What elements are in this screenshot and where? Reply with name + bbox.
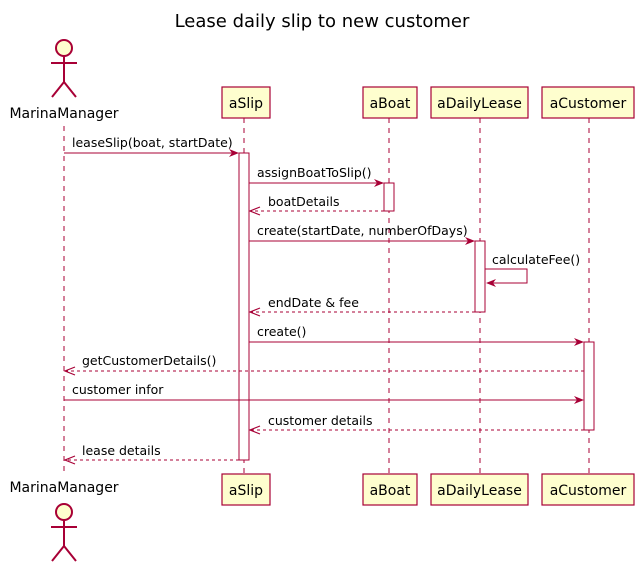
message-label: customer details: [268, 413, 372, 428]
participant-label: aDailyLease: [437, 96, 522, 112]
activation-adailylease: [474, 240, 486, 313]
message-create-customer: create(): [249, 324, 584, 346]
participant-label: aSlip: [229, 96, 263, 112]
participant-label: aCustomer: [550, 96, 627, 112]
participant-aboat-bottom: aBoat: [362, 473, 418, 506]
participant-box: [362, 86, 418, 119]
messages: leaseSlip(boat, startDate) assignBoatToS…: [63, 135, 584, 465]
message-calculate-fee: calculateFee(): [485, 252, 580, 287]
arrow-head-icon: [229, 149, 239, 157]
participant-box: [541, 86, 635, 119]
participant-label: MarinaManager: [9, 106, 118, 122]
participant-box: [430, 473, 529, 506]
lifelines: [63, 118, 590, 474]
participant-label: aSlip: [229, 483, 263, 499]
message-lease-details: lease details: [63, 443, 239, 465]
activation-acustomer: [583, 341, 595, 431]
actor-head-icon: [55, 503, 73, 521]
participant-box: [221, 473, 271, 506]
participant-aboat-top: aBoat: [362, 86, 418, 119]
message-label: boatDetails: [268, 194, 339, 209]
message-label: lease details: [82, 443, 161, 458]
message-create-lease: create(startDate, numberOfDays): [249, 223, 475, 245]
participant-label: aCustomer: [550, 483, 627, 499]
message-assign-boat: assignBoatToSlip(): [249, 165, 384, 187]
participant-label: aBoat: [370, 483, 411, 499]
actor-marina-manager-bottom: MarinaManager: [9, 480, 119, 562]
message-label: create(startDate, numberOfDays): [257, 223, 468, 238]
message-label: endDate & fee: [268, 295, 359, 310]
activation-bars: [238, 152, 595, 461]
participant-box: [430, 86, 529, 119]
participant-adailylease-top: aDailyLease: [430, 86, 529, 119]
message-end-date-fee: endDate & fee: [248, 295, 475, 317]
arrow-open-icon: [248, 307, 261, 317]
message-label: assignBoatToSlip(): [257, 165, 372, 180]
participant-box: [362, 473, 418, 506]
activation-aslip: [238, 152, 250, 461]
arrow-open-icon: [63, 455, 76, 465]
message-customer-details: customer details: [248, 413, 584, 435]
participant-label: aBoat: [370, 96, 411, 112]
participant-aslip-top: aSlip: [221, 86, 271, 119]
message-get-customer-details: getCustomerDetails(): [63, 353, 584, 376]
arrow-head-icon: [574, 396, 584, 404]
message-label: leaseSlip(boat, startDate): [72, 135, 233, 150]
arrow-head-icon: [465, 237, 475, 245]
message-label: customer infor: [72, 382, 164, 397]
activation-aboat: [383, 182, 395, 212]
participant-label: aDailyLease: [437, 483, 522, 499]
message-boat-details: boatDetails: [248, 194, 384, 216]
participant-label: MarinaManager: [9, 480, 118, 496]
participant-box: [541, 473, 635, 506]
actor-body-icon: [51, 56, 77, 98]
arrow-open-icon: [63, 366, 76, 376]
arrow-open-icon: [248, 425, 261, 435]
arrow-head-icon: [574, 338, 584, 346]
actor-head-icon: [55, 39, 73, 57]
participant-aslip-bottom: aSlip: [221, 473, 271, 506]
actor-body-icon: [51, 520, 77, 562]
message-label: calculateFee(): [492, 252, 580, 267]
message-lease-slip: leaseSlip(boat, startDate): [64, 135, 239, 157]
diagram-title: Lease daily slip to new customer: [175, 11, 470, 32]
participant-box: [221, 86, 271, 119]
message-customer-infor: customer infor: [64, 382, 584, 404]
participant-adailylease-bottom: aDailyLease: [430, 473, 529, 506]
message-label: getCustomerDetails(): [82, 353, 216, 368]
actor-marina-manager-top: MarinaManager: [9, 39, 119, 122]
message-label: create(): [257, 324, 306, 339]
arrow-head-icon: [486, 279, 496, 287]
participant-acustomer-top: aCustomer: [541, 86, 635, 119]
participant-acustomer-bottom: aCustomer: [541, 473, 635, 506]
arrow-head-icon: [374, 179, 384, 187]
arrow-open-icon: [248, 206, 261, 216]
